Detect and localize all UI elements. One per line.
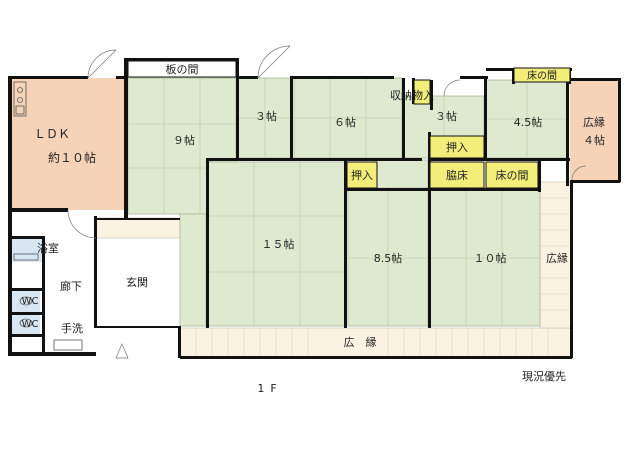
- corridor-floor: [95, 217, 181, 239]
- shuno-box: [413, 79, 431, 105]
- wakidoko-box: [429, 161, 485, 189]
- room-3jo-b-label: ３帖: [435, 110, 457, 123]
- wakidoko-label: 脇床: [446, 168, 468, 182]
- ldk-name: ＬＤＫ: [34, 127, 70, 141]
- wc1-floor: [10, 290, 40, 312]
- note-label: 現況優先: [522, 369, 566, 383]
- ldk-floor: [10, 78, 126, 210]
- tearai-label: 手洗: [61, 321, 83, 335]
- yokushitsu-label: 浴室: [37, 241, 59, 255]
- room-10jo-label: １０帖: [474, 252, 507, 265]
- oshiire-b-label: 押入: [351, 168, 373, 182]
- oshiire-b-box: [346, 161, 378, 189]
- sink-icon: [53, 339, 83, 351]
- room-strip-left: [179, 213, 207, 327]
- oshiire-a-label: 押入: [446, 140, 468, 154]
- room-3jo-a-label: ３帖: [255, 110, 277, 123]
- room-15jo-label: １５帖: [262, 238, 295, 251]
- bath-floor: [10, 238, 42, 262]
- hiroen-bottom-label: 広 縁: [344, 335, 377, 349]
- kitchen-counter: [13, 81, 27, 117]
- wc1-label: WC: [22, 296, 39, 307]
- room-8-5jo-label: 8.5帖: [374, 252, 403, 265]
- oshiire-a-box: [429, 135, 485, 159]
- tokonoma-mid-label: 床の間: [496, 168, 529, 182]
- toilet-1-icon: [19, 296, 33, 306]
- tokonoma-top-label: 床の間: [527, 69, 557, 82]
- itanoma-box: [127, 60, 237, 78]
- room-15jo: [207, 161, 347, 327]
- hiroen-bottom-floor: [179, 327, 573, 359]
- room-6jo-label: ６帖: [334, 116, 356, 129]
- room-9jo-label: ９帖: [173, 134, 195, 147]
- wc2-label: WC: [22, 319, 39, 330]
- ldk-size: 約１０帖: [48, 150, 96, 165]
- room-strip-mid: [375, 159, 429, 189]
- shuno-label: 収納物入: [390, 88, 434, 102]
- bathtub-icon: [13, 253, 39, 261]
- room-4-5jo-label: 4.5帖: [514, 116, 543, 129]
- toilet-2-icon: [19, 318, 33, 328]
- genkan-label: 玄関: [126, 275, 148, 289]
- rouka-label: 廊下: [60, 279, 82, 293]
- floor-label: 1F: [257, 382, 282, 395]
- hiroen-right-size: ４帖: [583, 134, 605, 147]
- hiroen-right-name: 広縁: [583, 115, 605, 129]
- hiroen-right-floor: [570, 80, 620, 180]
- en-right-label: 広縁: [546, 251, 568, 265]
- wc2-floor: [10, 314, 40, 334]
- itanoma-label: 板の間: [166, 62, 199, 76]
- tokonoma-mid-box: [485, 161, 539, 189]
- tokonoma-top-box: [513, 67, 571, 83]
